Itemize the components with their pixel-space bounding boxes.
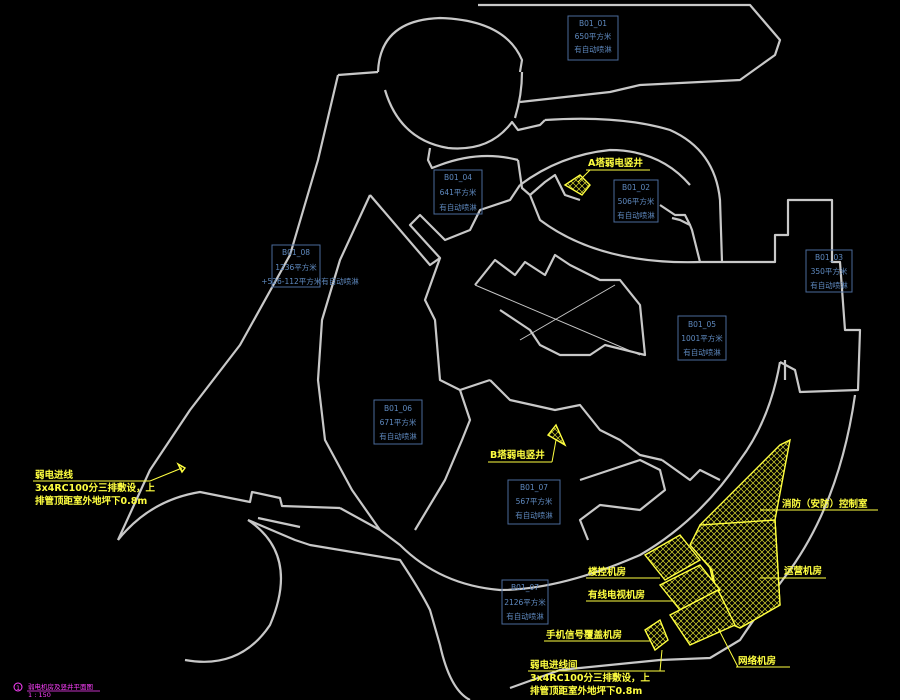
svg-text:2126平方米: 2126平方米 — [504, 597, 546, 607]
svg-text:B01_07: B01_07 — [511, 583, 539, 592]
mobile-signal-label: 手机信号覆盖机房 — [546, 629, 622, 641]
building-control-label: 楼控机房 — [588, 566, 626, 578]
svg-text:641平方米: 641平方米 — [440, 187, 477, 197]
a-shaft-label: A塔弱电竖井 — [588, 157, 643, 169]
b-shaft-label: B塔弱电竖井 — [490, 449, 545, 461]
entry-note-bottom-2: 3x4RC100分三排敷设，上 — [530, 672, 650, 684]
svg-text:有自动喷淋: 有自动喷淋 — [574, 44, 612, 54]
interior-walls — [316, 173, 721, 541]
svg-text:B01_03: B01_03 — [815, 253, 843, 262]
drawing-scale: 1 : 150 — [28, 691, 51, 699]
fire-control-label: 消防（安防）控制室 — [782, 498, 868, 510]
svg-text:1: 1 — [16, 684, 20, 692]
entry-note-bottom-1: 弱电进线间 — [530, 659, 578, 671]
entry-note-left-3: 排管顶距室外地坪下0.8m — [35, 495, 147, 507]
room-label: B01_02 506平方米 有自动喷淋 — [613, 179, 659, 223]
svg-text:+526-112平方米有自动喷淋: +526-112平方米有自动喷淋 — [261, 276, 359, 286]
svg-text:B01_04: B01_04 — [444, 173, 472, 182]
equipment-rooms — [176, 174, 791, 652]
svg-text:有自动喷淋: 有自动喷淋 — [810, 280, 848, 290]
svg-text:有自动喷淋: 有自动喷淋 — [379, 431, 417, 441]
room-label: B01_08 1236平方米 +526-112平方米有自动喷淋 — [261, 244, 359, 288]
svg-text:有自动喷淋: 有自动喷淋 — [617, 210, 655, 220]
room-label: B01_06 671平方米 有自动喷淋 — [373, 399, 423, 445]
drawing-title-block: 1 弱电机房及竖井平面图 1 : 150 — [13, 682, 100, 699]
cable-entry-notes: 弱电进线 3x4RC100分三排敷设，上 排管顶距室外地坪下0.8m 弱电进线间… — [33, 467, 665, 697]
room-label: B01_07 2126平方米 有自动喷淋 — [501, 579, 549, 625]
entry-note-bottom-3: 排管顶距室外地坪下0.8m — [530, 685, 642, 697]
entry-note-left-1: 弱电进线 — [35, 469, 74, 481]
svg-text:1001平方米: 1001平方米 — [681, 333, 723, 343]
svg-text:B01_01: B01_01 — [579, 19, 607, 28]
b-shaft — [546, 423, 567, 447]
room-label: B01_03 350平方米 有自动喷淋 — [805, 249, 853, 293]
building-control-room — [643, 534, 702, 581]
svg-text:1236平方米: 1236平方米 — [275, 262, 317, 272]
room-label: B01_05 1001平方米 有自动喷淋 — [677, 315, 727, 361]
room-label: B01_01 650平方米 有自动喷淋 — [567, 15, 619, 61]
svg-text:350平方米: 350平方米 — [811, 266, 848, 276]
a-shaft — [563, 174, 591, 196]
svg-text:有自动喷淋: 有自动喷淋 — [439, 202, 477, 212]
svg-text:671平方米: 671平方米 — [380, 417, 417, 427]
room-label: B01_07 567平方米 有自动喷淋 — [507, 479, 561, 525]
svg-text:650平方米: 650平方米 — [575, 31, 612, 41]
mobile-signal-room — [644, 618, 669, 652]
equipment-labels: A塔弱电竖井 B塔弱电竖井 消防（安防）控制室 运营机房 楼控机房 有线电视机房… — [488, 157, 878, 668]
svg-text:B01_05: B01_05 — [688, 320, 716, 329]
building-walls — [116, 3, 862, 700]
cable-tv-room — [658, 564, 722, 611]
svg-text:有自动喷淋: 有自动喷淋 — [515, 510, 553, 520]
svg-text:有自动喷淋: 有自动喷淋 — [683, 347, 721, 357]
svg-text:B01_08: B01_08 — [282, 248, 310, 257]
drawing-title: 弱电机房及竖井平面图 — [28, 682, 93, 691]
room-labels: B01_01 650平方米 有自动喷淋 B01_02 506平方米 有自动喷淋 … — [261, 15, 853, 625]
cable-tv-label: 有线电视机房 — [588, 589, 645, 601]
svg-text:B01_06: B01_06 — [384, 404, 412, 413]
svg-text:有自动喷淋: 有自动喷淋 — [506, 611, 544, 621]
room-label: B01_04 641平方米 有自动喷淋 — [433, 169, 483, 215]
ops-room-label: 运营机房 — [784, 565, 822, 577]
svg-text:567平方米: 567平方米 — [516, 496, 553, 506]
svg-text:506平方米: 506平方米 — [618, 196, 655, 206]
network-room-label: 网络机房 — [738, 655, 776, 667]
svg-text:B01_07: B01_07 — [520, 483, 548, 492]
ops-room — [689, 519, 781, 629]
network-room — [668, 589, 736, 646]
svg-text:B01_02: B01_02 — [622, 183, 650, 192]
entry-note-left-2: 3x4RC100分三排敷设，上 — [35, 482, 155, 494]
